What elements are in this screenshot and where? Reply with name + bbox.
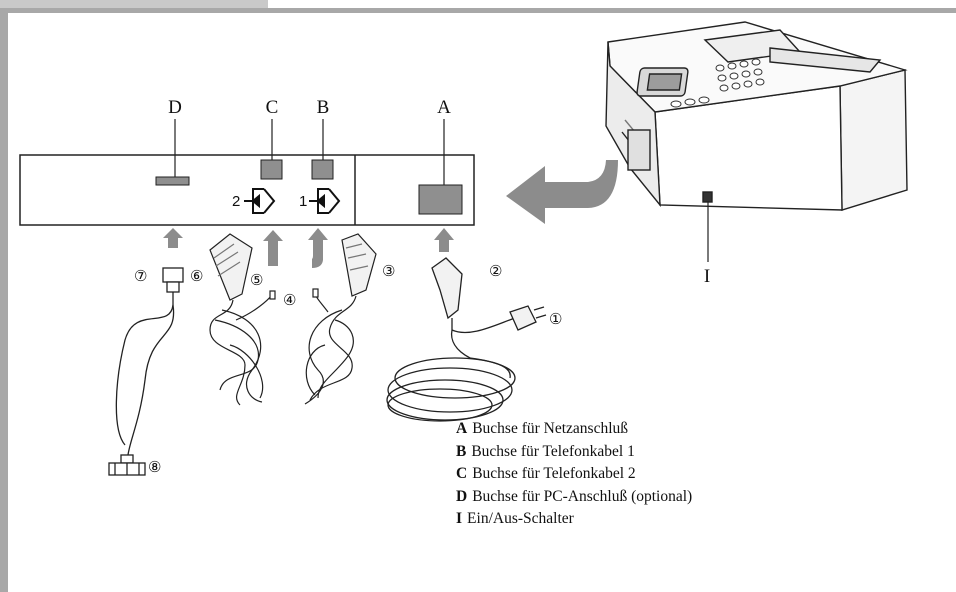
phone-cable-1 <box>304 233 377 405</box>
back-panel <box>19 154 475 226</box>
big-curved-arrow <box>506 160 618 224</box>
label-b: B <box>317 97 330 118</box>
callout-6: ⑥ <box>190 269 203 285</box>
power-switch <box>702 191 713 203</box>
frame-top-border <box>0 8 956 13</box>
callout-4: ④ <box>283 293 296 309</box>
pc-socket <box>155 176 190 186</box>
power-socket <box>418 184 463 215</box>
arrow-power <box>434 228 454 252</box>
jack-number-1: 1 <box>299 193 307 210</box>
phone-socket-1 <box>311 159 334 180</box>
callout-8: ⑧ <box>148 460 161 476</box>
jack-number-2: 2 <box>232 193 240 210</box>
callout-3: ③ <box>382 264 395 280</box>
line-jack-icon <box>244 188 276 214</box>
callout-7: ⑦ <box>134 269 147 285</box>
power-cord <box>386 257 547 422</box>
frame-left-border <box>0 8 8 592</box>
label-a: A <box>437 97 451 118</box>
arrow-phone-1 <box>308 228 328 268</box>
pc-cable <box>108 267 184 476</box>
label-d: D <box>168 97 182 118</box>
label-i: I <box>704 266 710 287</box>
phone-cable-2 <box>209 233 276 406</box>
label-c: C <box>266 97 279 118</box>
callout-5: ⑤ <box>250 273 263 289</box>
keypad-buttons <box>670 58 765 108</box>
arrow-phone-2 <box>263 230 283 266</box>
arrow-pc <box>163 228 183 248</box>
phone-socket-2 <box>260 159 283 180</box>
page-tab <box>0 0 268 9</box>
line-jack-icon <box>309 188 341 214</box>
callout-1: ① <box>549 312 562 328</box>
callout-2: ② <box>489 264 502 280</box>
fax-device-illustration <box>605 21 908 211</box>
